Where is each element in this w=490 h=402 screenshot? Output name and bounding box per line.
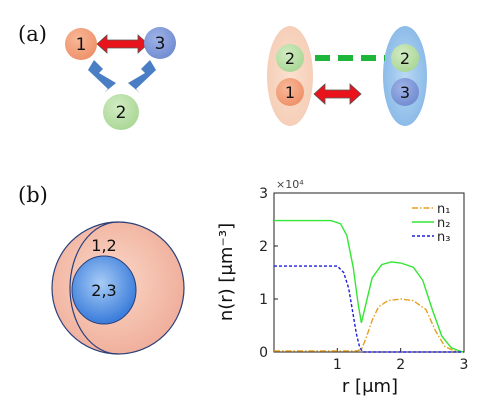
y-tick-label: 2 xyxy=(259,239,268,255)
inner-label: 2,3 xyxy=(91,281,116,300)
inner-core xyxy=(71,255,137,325)
x-tick-label: 1 xyxy=(333,357,342,373)
y-multiplier: ×10⁴ xyxy=(276,178,304,191)
series-lines xyxy=(274,219,465,353)
legend-label-n3: n₃ xyxy=(437,230,450,245)
right-oval xyxy=(383,26,427,126)
outer-label: 1,2 xyxy=(91,236,116,255)
panel-b-label: (b) xyxy=(18,183,48,207)
right-bottom-label: 3 xyxy=(400,83,410,102)
blue-arrow-3-to-2 xyxy=(128,60,156,93)
plot-frame xyxy=(273,192,465,353)
legend-label-n1: n₁ xyxy=(437,202,450,217)
y-tick-label: 0 xyxy=(259,345,268,361)
legend-label-n2: n₂ xyxy=(437,216,450,231)
left-oval xyxy=(267,26,313,126)
blue-arrow-1-to-2 xyxy=(88,60,116,93)
node-3 xyxy=(144,27,176,59)
panel-a-label: (a) xyxy=(18,22,47,46)
x-tick-label: 2 xyxy=(396,357,405,373)
x-tick-label: 3 xyxy=(460,357,469,373)
red-double-arrow-1-3 xyxy=(96,34,149,54)
y-tick-label: 3 xyxy=(259,186,268,202)
shell-cut-edge xyxy=(69,221,119,355)
left-bottom-label: 1 xyxy=(285,83,295,102)
y-tick-label: 1 xyxy=(259,292,268,308)
triangle-diagram: 1 3 2 xyxy=(65,27,176,130)
right-node-3 xyxy=(391,78,419,106)
node-2-label: 2 xyxy=(116,103,127,123)
node-2 xyxy=(103,94,139,130)
shell-illustration: 1,2 2,3 xyxy=(51,221,185,355)
series-line-n3 xyxy=(274,265,464,353)
node-1 xyxy=(65,28,97,60)
right-node-2 xyxy=(391,44,419,72)
node-1-label: 1 xyxy=(76,35,87,55)
node-3-label: 3 xyxy=(155,34,166,54)
right-top-label: 2 xyxy=(400,49,410,68)
series-line-n2 xyxy=(274,219,465,353)
red-double-arrow-1-3-pair xyxy=(313,83,362,105)
left-top-label: 2 xyxy=(285,49,295,68)
x-axis-label: r [μm] xyxy=(342,376,398,397)
y-axis-ticks: 0 1 2 3 xyxy=(259,186,278,361)
left-node-1 xyxy=(276,78,304,106)
pair-diagram: 2 1 2 3 xyxy=(267,26,427,126)
series-line-n1 xyxy=(274,298,465,353)
left-node-2 xyxy=(276,44,304,72)
y-axis-label: n(r) [μm⁻³] xyxy=(216,223,237,321)
